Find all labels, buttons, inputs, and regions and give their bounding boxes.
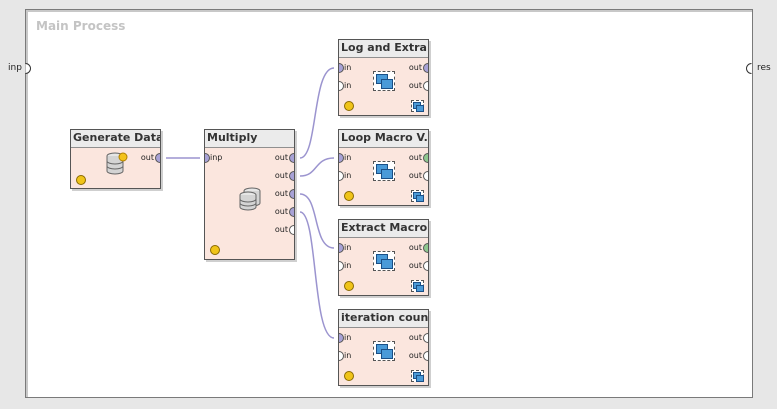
operator-title: Generate Data [71,130,160,148]
output-port-out-1[interactable] [423,153,428,163]
port-label-out-2: out [274,171,288,180]
stacked-database-icon [239,187,261,211]
port-label-out-2: out [408,81,422,90]
operator-title: Log and Extra... [339,40,428,58]
port-label-in-1: in [344,153,352,162]
process-result-port[interactable] [746,63,752,74]
subprocess-icon [373,71,395,91]
port-label-in-1: in [344,63,352,72]
port-label-out-5: out [274,225,288,234]
process-title: Main Process [36,19,126,33]
port-label-out-2: out [408,351,422,360]
operator-iteration-count[interactable]: iteration coun... in in out out [338,309,429,386]
port-label-out: out [140,153,154,162]
operator-multiply[interactable]: Multiply inp out out out out out [204,129,295,260]
status-indicator-icon [76,175,86,185]
operator-loop-macro-values[interactable]: Loop Macro V... in in out out [338,129,429,206]
status-indicator-icon [344,191,354,201]
subprocess-icon [373,251,395,271]
process-input-label: inp [8,63,22,73]
port-label-in-1: in [344,243,352,252]
output-port-out-3[interactable] [289,189,294,199]
port-label-out-2: out [408,171,422,180]
status-indicator-icon [210,245,220,255]
port-label-out-1: out [408,243,422,252]
port-label-out-1: out [408,153,422,162]
output-port-out-2[interactable] [423,171,428,181]
status-indicator-icon [344,371,354,381]
database-icon [106,152,128,175]
output-port-out[interactable] [155,153,160,163]
status-indicator-icon [344,281,354,291]
operator-title: iteration coun... [339,310,428,328]
output-port-out-4[interactable] [289,207,294,217]
subprocess-marker-icon[interactable] [411,100,424,112]
operator-log-and-extract[interactable]: Log and Extra... in in out out [338,39,429,116]
port-label-out-2: out [408,261,422,270]
operator-extract-macro[interactable]: Extract Macro ... in in out out [338,219,429,296]
port-label-out-3: out [274,189,288,198]
output-port-out-2[interactable] [289,171,294,181]
output-port-out-1[interactable] [423,243,428,253]
output-port-out-5[interactable] [289,225,294,235]
output-port-out-1[interactable] [289,153,294,163]
operator-title: Extract Macro ... [339,220,428,238]
port-label-out-1: out [408,333,422,342]
port-label-out-1: out [274,153,288,162]
operator-title: Loop Macro V... [339,130,428,148]
subprocess-marker-icon[interactable] [411,280,424,292]
status-indicator-icon [344,101,354,111]
port-label-in-2: in [344,171,352,180]
subprocess-marker-icon[interactable] [411,370,424,382]
subprocess-marker-icon[interactable] [411,190,424,202]
output-port-out-1[interactable] [423,333,428,343]
port-label-in-2: in [344,261,352,270]
operator-generate-data[interactable]: Generate Data out [70,129,161,189]
subprocess-icon [373,341,395,361]
output-port-out-2[interactable] [423,81,428,91]
port-label-out-4: out [274,207,288,216]
port-label-out-1: out [408,63,422,72]
subprocess-icon [373,161,395,181]
port-label-inp: inp [210,153,223,162]
process-result-label: res [757,63,771,73]
operator-title: Multiply [205,130,294,148]
port-label-in-2: in [344,351,352,360]
port-label-in-2: in [344,81,352,90]
port-label-in-1: in [344,333,352,342]
output-port-out-2[interactable] [423,261,428,271]
output-port-out-1[interactable] [423,63,428,73]
output-port-out-2[interactable] [423,351,428,361]
